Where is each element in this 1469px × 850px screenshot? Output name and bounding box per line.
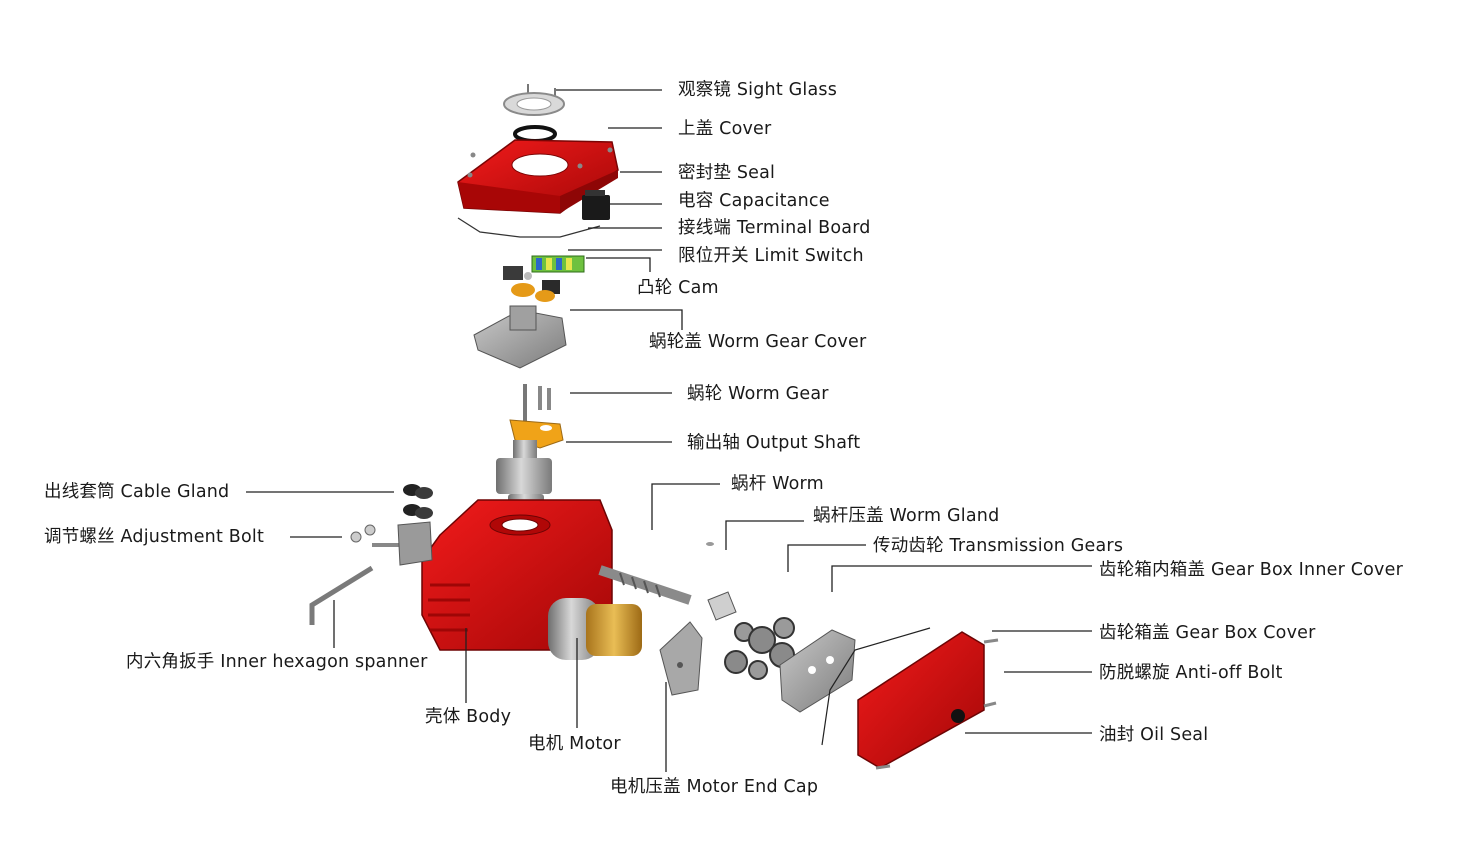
sight-glass-part <box>503 84 565 116</box>
label-seal: 密封垫 Seal <box>678 163 776 183</box>
leader-lines <box>246 89 1092 772</box>
gasket-outline <box>457 217 601 238</box>
label-body: 壳体 Body <box>425 707 512 727</box>
label-cable-gland: 出线套筒 Cable Gland <box>44 482 230 502</box>
label-gear-box-inner-cover: 齿轮箱内箱盖 Gear Box Inner Cover <box>1099 560 1403 580</box>
gear-box-cover-part <box>821 627 985 769</box>
label-inner-hexagon-spanner: 内六角扳手 Inner hexagon spanner <box>126 652 428 672</box>
label-worm-gland: 蜗杆压盖 Worm Gland <box>813 506 1000 526</box>
worm-gland-part <box>706 542 737 621</box>
oil-seal-part <box>951 709 965 723</box>
label-motor-end-cap: 电机压盖 Motor End Cap <box>610 777 819 797</box>
label-motor: 电机 Motor <box>528 734 621 754</box>
capacitor-part <box>582 190 610 220</box>
gear-box-inner-cover-part <box>779 629 856 713</box>
label-worm: 蜗杆 Worm <box>731 474 824 494</box>
adjustment-bolt-part <box>350 521 433 566</box>
label-output-shaft: 输出轴 Output Shaft <box>687 433 861 453</box>
label-worm-gear-cover: 蜗轮盖 Worm Gear Cover <box>649 332 867 352</box>
label-cam: 凸轮 Cam <box>637 278 719 298</box>
anti-off-bolts <box>875 638 999 770</box>
label-gear-box-cover: 齿轮箱盖 Gear Box Cover <box>1099 623 1316 643</box>
cable-gland-part <box>403 484 433 519</box>
worm-gear-part <box>509 384 564 449</box>
label-transmission-gears: 传动齿轮 Transmission Gears <box>873 536 1124 556</box>
label-limit-switch: 限位开关 Limit Switch <box>678 246 864 266</box>
seal-ring-part <box>513 125 557 143</box>
label-terminal-board: 接线端 Terminal Board <box>678 218 871 238</box>
label-cover: 上盖 Cover <box>678 119 772 139</box>
motor-part <box>548 598 642 660</box>
worm-part <box>598 565 692 605</box>
terminal-limit-switch-assembly <box>503 255 585 302</box>
label-anti-off-bolt: 防脱螺旋 Anti-off Bolt <box>1099 663 1283 683</box>
label-worm-gear: 蜗轮 Worm Gear <box>687 384 829 404</box>
hexagon-spanner-part <box>309 565 374 625</box>
worm-gear-cover-part <box>473 305 567 369</box>
label-adjustment-bolt: 调节螺丝 Adjustment Bolt <box>44 527 265 547</box>
label-sight-glass: 观察镜 Sight Glass <box>678 80 838 100</box>
motor-end-cap-part <box>659 621 703 696</box>
label-oil-seal: 油封 Oil Seal <box>1099 725 1209 745</box>
label-capacitance: 电容 Capacitance <box>678 191 830 211</box>
